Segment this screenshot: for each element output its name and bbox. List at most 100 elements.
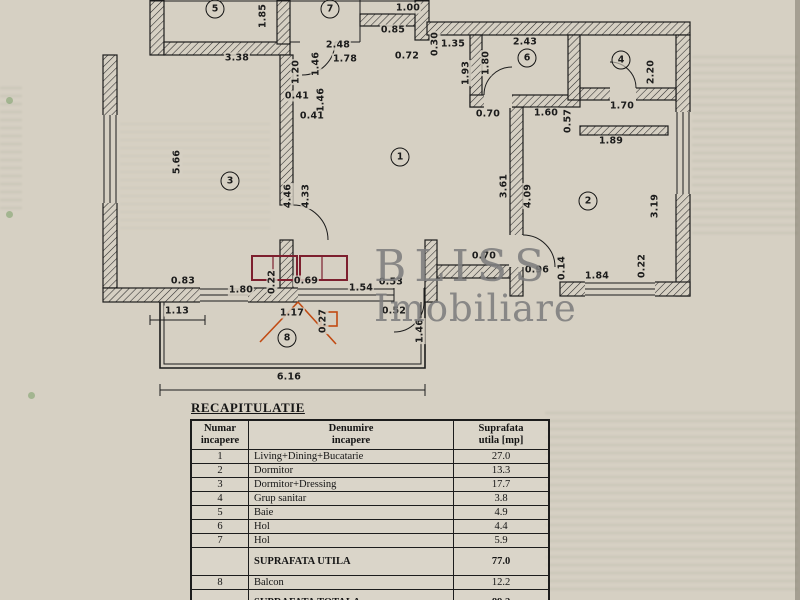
door-gaps: [394, 87, 636, 303]
green-dot: [28, 392, 35, 399]
cell-num: 1: [190, 449, 249, 465]
cell-name: Dormitor+Dressing: [248, 477, 454, 493]
dimension-label: 1.20: [290, 58, 302, 86]
dimension-label: 0.52: [380, 305, 408, 317]
room-number-2: 2: [578, 191, 598, 211]
room-number-3: 3: [220, 171, 240, 191]
cell-name: Balcon: [248, 575, 454, 591]
dimension-label: 1.54: [347, 282, 375, 294]
scan-edge-shadow: [795, 0, 800, 600]
dimension-label: 1.00: [394, 2, 422, 14]
cell-value: 17.7: [453, 477, 550, 493]
dimension-label: 5.66: [171, 148, 183, 176]
dimension-label: 0.53: [377, 276, 405, 288]
dimension-label: 0.30: [429, 30, 441, 58]
dimension-label: 1.80: [480, 49, 492, 77]
dimension-label: 1.89: [597, 135, 625, 147]
green-dot: [6, 211, 13, 218]
dimension-label: 0.27: [317, 307, 329, 335]
cell-num: [190, 547, 249, 577]
dimension-label: 1.17: [278, 307, 306, 319]
dimension-label: 1.84: [583, 270, 611, 282]
cell-value: 5.9: [453, 533, 550, 549]
room-number-1: 1: [390, 147, 410, 167]
bleed-through-left: [0, 85, 22, 215]
dimension-label: 1.46: [315, 86, 327, 114]
dimension-label: 4.46: [282, 182, 294, 210]
watermark-subbrand: Imobiliare: [374, 286, 577, 330]
cell-num: [190, 589, 249, 600]
cell-num: 4: [190, 491, 249, 507]
cell-value: 89.2: [453, 589, 550, 600]
watermark: BLISS Imobiliare: [374, 244, 577, 328]
recap-title: RECAPITULATIE: [191, 400, 305, 415]
dimension-label: 0.72: [393, 50, 421, 62]
dimension-label: 1.93: [460, 59, 472, 87]
dimension-label: 2.20: [645, 58, 657, 86]
cell-value: 27.0: [453, 449, 550, 465]
cell-value: 77.0: [453, 547, 550, 577]
column-header: Denumire incapere: [248, 419, 454, 451]
cell-num: 5: [190, 505, 249, 521]
dimension-label: 1.85: [257, 2, 269, 30]
dimension-label: 0.85: [379, 24, 407, 36]
cell-value: 13.3: [453, 463, 550, 479]
cell-name: SUPRAFATA TOTALA: [248, 589, 454, 600]
dimension-label: 0.57: [562, 107, 574, 135]
red-furniture-symbols: [251, 255, 348, 281]
dimension-label: 1.78: [331, 53, 359, 65]
dimension-label: 0.41: [283, 90, 311, 102]
dimension-label: 1.80: [227, 284, 255, 296]
dimension-label: 1.60: [532, 107, 560, 119]
cell-num: 2: [190, 463, 249, 479]
green-dot: [6, 97, 13, 104]
cell-name: Grup sanitar: [248, 491, 454, 507]
dimension-label: 2.43: [511, 36, 539, 48]
dimension-label: 0.41: [298, 110, 326, 122]
dimension-label: 1.70: [608, 100, 636, 112]
dimension-label: 0.22: [266, 268, 278, 296]
bleed-through-bottom-right: [545, 408, 798, 596]
cell-name: Hol: [248, 533, 454, 549]
dimension-label: 3.38: [223, 52, 251, 64]
cell-value: 3.8: [453, 491, 550, 507]
dimension-label: 3.19: [649, 192, 661, 220]
dimension-label: 0.70: [470, 250, 498, 262]
cell-num: 8: [190, 575, 249, 591]
dimension-label: 0.96: [523, 264, 551, 276]
bleed-through-plan: [120, 120, 270, 235]
cell-num: 7: [190, 533, 249, 549]
room-number-7: 7: [320, 0, 340, 19]
cell-name: Hol: [248, 519, 454, 535]
dimension-label: 1.46: [310, 50, 322, 78]
cell-name: Living+Dining+Bucatarie: [248, 449, 454, 465]
cell-name: SUPRAFATA UTILA: [248, 547, 454, 577]
dimension-label: 0.70: [474, 108, 502, 120]
watermark-brand: BLISS: [374, 241, 553, 292]
dimension-label: 3.61: [498, 172, 510, 200]
dimension-label: 6.16: [275, 371, 303, 383]
cell-name: Dormitor: [248, 463, 454, 479]
column-header: Numar incapere: [190, 419, 249, 451]
room-number-5: 5: [205, 0, 225, 19]
dimension-label: 0.83: [169, 275, 197, 287]
room-number-4: 4: [611, 50, 631, 70]
bleed-through-right: [692, 55, 798, 240]
cell-name: Baie: [248, 505, 454, 521]
cell-value: 12.2: [453, 575, 550, 591]
room-number-8: 8: [277, 328, 297, 348]
